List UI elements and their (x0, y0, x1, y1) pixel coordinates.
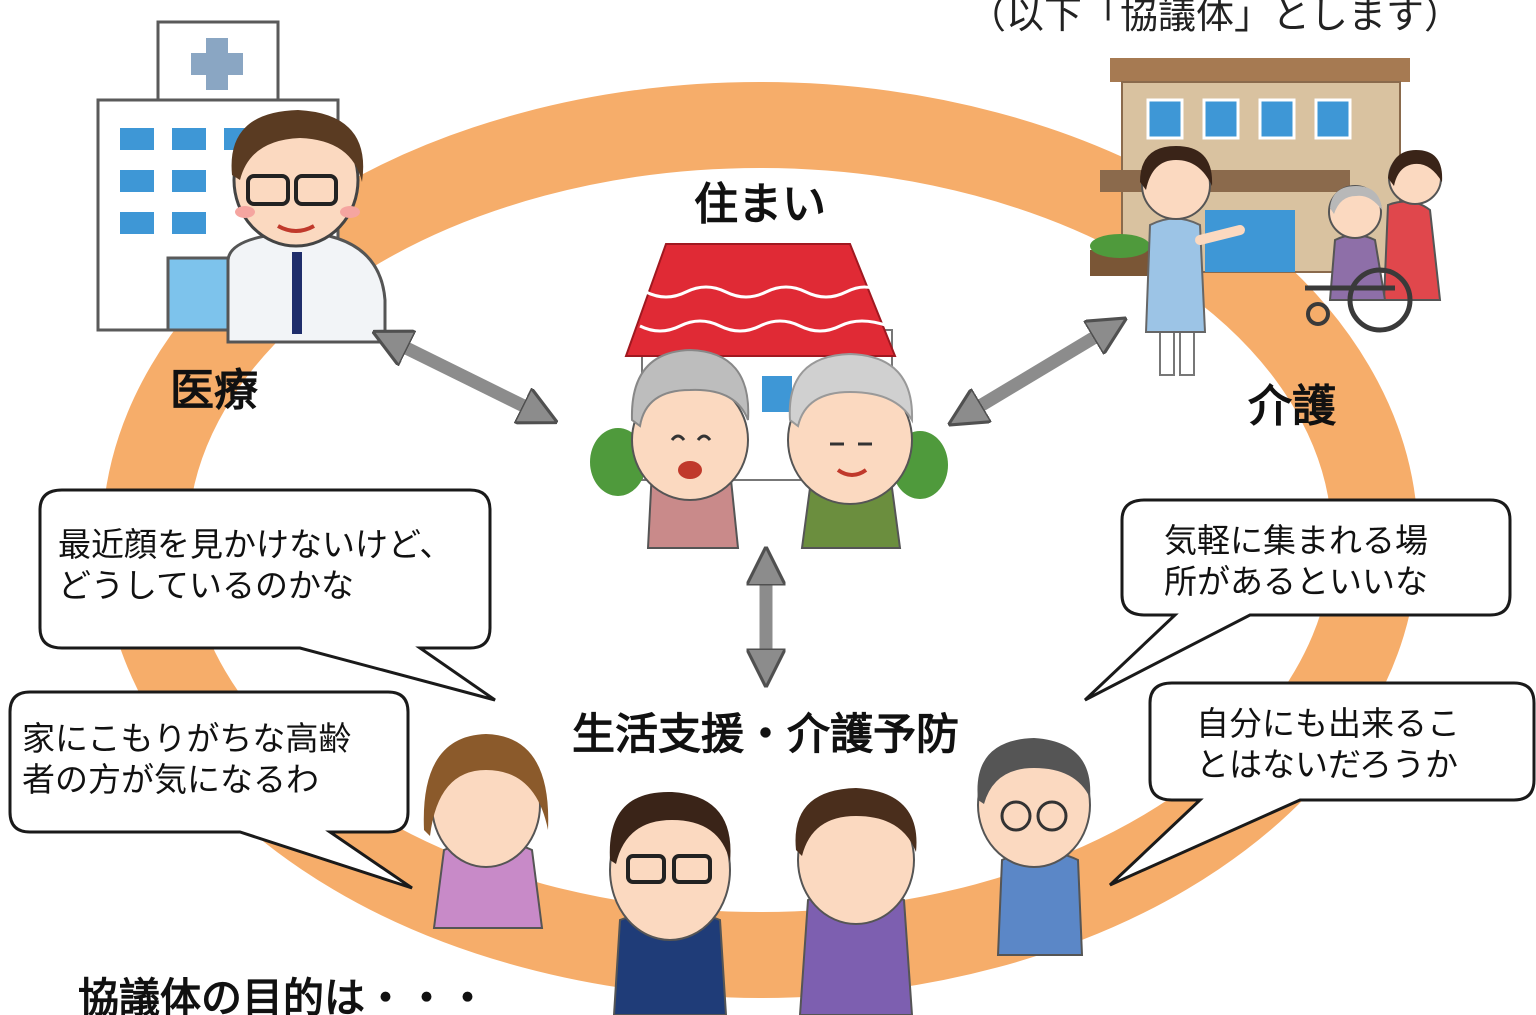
bubble-top-right-shape (1083, 498, 1512, 702)
arrow-care-housing (965, 328, 1110, 415)
bubble-text-line: 所があるといいな (1164, 562, 1428, 601)
doctor-icon (226, 110, 387, 344)
arrow-medical-housing (390, 340, 540, 414)
speech-bubble-top-left: 最近顔を見かけないけど、 どうしているのかな (58, 524, 452, 606)
elderly-couple-icon (630, 348, 914, 549)
bubble-top-left-shape (38, 488, 496, 702)
label-medical: 医療 (170, 365, 258, 416)
header-note: （以下「協議体」とします） (968, 0, 1463, 37)
wheelchair-icon (1305, 150, 1443, 333)
speech-bubble-bottom-right: 自分にも出来るこ とはないだろうか (1196, 703, 1460, 785)
label-support: 生活支援・介護予防 (572, 710, 959, 760)
bubble-bottom-left-shape (8, 690, 413, 890)
label-care: 介護 (1248, 381, 1336, 432)
bubble-text-line: 気軽に集まれる場 (1164, 521, 1428, 560)
bubble-bottom-right-shape (1108, 681, 1536, 887)
speech-bubble-top-right: 気軽に集まれる場 所があるといいな (1164, 520, 1428, 602)
bubble-text-line: どうしているのかな (58, 566, 355, 605)
speech-bubble-bottom-left: 家にこもりがちな高齢 者の方が気になるわ (22, 718, 351, 800)
bubble-text-line: 最近顔を見かけないけど、 (58, 525, 453, 564)
bubble-text-line: とはないだろうか (1196, 745, 1459, 784)
bubble-text-line: 自分にも出来るこ (1196, 704, 1460, 743)
caregiver-icon (1140, 146, 1245, 376)
label-purpose: 協議体の目的は・・・ (78, 974, 488, 1015)
bubble-text-line: 者の方が気になるわ (22, 760, 319, 799)
resident-icon (423, 734, 1091, 1015)
bubble-text-line: 家にこもりがちな高齢 (22, 719, 352, 758)
label-housing: 住まい (694, 179, 826, 230)
